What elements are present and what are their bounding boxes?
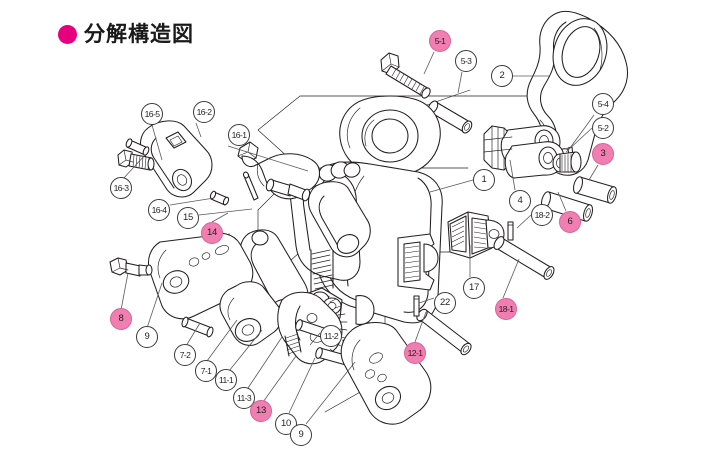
callout-label: 5-1 [434,35,446,46]
part-lower-linkage-7-1 [219,281,283,346]
callout-label: 4 [517,195,523,207]
callout-11-2[interactable]: 11-2 [320,325,342,347]
callout-label: 5-4 [597,98,609,109]
callout-9b[interactable]: 9 [290,424,312,446]
callout-12-1[interactable]: 12-1 [404,342,426,364]
callout-15[interactable]: 15 [177,207,199,229]
callout-4[interactable]: 4 [509,190,531,212]
callout-16-4[interactable]: 16-4 [148,199,170,221]
callout-label: 18-1 [498,303,514,314]
callout-16-2[interactable]: 16-2 [193,101,215,123]
page-title: 分解構造図 [58,24,194,45]
callout-16-3[interactable]: 16-3 [110,177,132,199]
part-swivel-16-1 [237,141,321,202]
callout-label: 6 [567,216,573,228]
callout-label: 11-3 [236,392,252,403]
callout-label: 11-1 [218,374,234,385]
part-screw-8 [109,257,153,277]
callout-label: 10 [281,418,291,430]
callout-label: 18-2 [534,209,550,220]
part-right-arm-link [307,181,371,258]
callout-18-1[interactable]: 18-1 [495,298,517,320]
callout-label: 15 [183,212,193,224]
callout-label: 16-5 [144,108,160,119]
callout-9a[interactable]: 9 [136,326,158,348]
callout-label: 16-1 [231,129,247,140]
leader-lines [120,51,599,425]
callout-13[interactable]: 13 [250,400,272,422]
part-right-plate-9 [340,321,432,425]
callout-label: 13 [256,405,266,417]
part-pad-17 [447,211,505,259]
callout-7-2[interactable]: 7-2 [174,344,196,366]
callout-22[interactable]: 22 [434,292,456,314]
callout-label: 5-3 [460,55,472,66]
callout-label: 7-1 [200,365,212,376]
callout-11-1[interactable]: 11-1 [215,369,237,391]
part-bolt-16-3 [117,149,155,171]
callout-label: 16-3 [113,182,129,193]
callout-16-5[interactable]: 16-5 [141,103,163,125]
callout-5-1[interactable]: 5-1 [429,30,451,52]
callout-label: 22 [440,297,450,309]
callout-16-1[interactable]: 16-1 [228,124,250,146]
bolt-thread-hatching [391,68,425,95]
part-pin-15 [242,171,259,201]
jaw-teeth-hatching [404,245,420,279]
part-hinge-stack [483,125,582,179]
part-pin-6 [540,191,594,222]
callout-5-4[interactable]: 5-4 [592,93,614,115]
callout-label: 16-2 [196,106,212,117]
part-pin-16-4 [209,190,230,206]
part-internal-spring [310,245,334,293]
callout-3[interactable]: 3 [592,143,614,165]
callout-8[interactable]: 8 [110,308,132,330]
part-bolt-5-1 [380,52,431,99]
callout-label: 1 [481,174,487,186]
callout-label: 3 [600,148,606,160]
part-pin-18-1 [493,236,555,280]
callout-label: 8 [118,313,124,325]
part-small-pin-22 [413,295,420,317]
callout-17[interactable]: 17 [463,277,485,299]
callout-label: 5-2 [597,122,609,133]
callout-5-3[interactable]: 5-3 [455,50,477,72]
callout-label: 11-2 [323,330,339,341]
callout-label: 7-2 [179,349,191,360]
part-pin-16-5 [125,138,150,156]
callout-label: 16-4 [151,204,167,215]
callout-label: 9 [144,331,150,343]
callout-label: 9 [298,429,304,441]
callout-14[interactable]: 14 [201,222,223,244]
callout-6[interactable]: 6 [559,211,581,233]
callout-11-3[interactable]: 11-3 [233,387,255,409]
part-knurled-bushing-5-2 [552,151,582,173]
callout-2[interactable]: 2 [491,65,513,87]
callout-label: 14 [207,227,217,239]
callout-18-2[interactable]: 18-2 [531,204,553,226]
callout-1[interactable]: 1 [473,169,495,191]
part-link-16-2 [139,120,213,198]
page-title-label: 分解構造図 [84,22,194,46]
callout-label: 17 [469,282,479,294]
part-pin-18-2 [507,221,514,241]
part-small-spring-11-3 [284,331,302,357]
callout-7-1[interactable]: 7-1 [195,360,217,382]
part-long-pin-12-1 [416,308,472,356]
filled-circle-bullet-icon [58,25,77,44]
callout-label: 12-1 [407,347,423,358]
callout-label: 2 [499,70,505,82]
callout-5-2[interactable]: 5-2 [592,117,614,139]
part-pin-3 [572,176,618,204]
